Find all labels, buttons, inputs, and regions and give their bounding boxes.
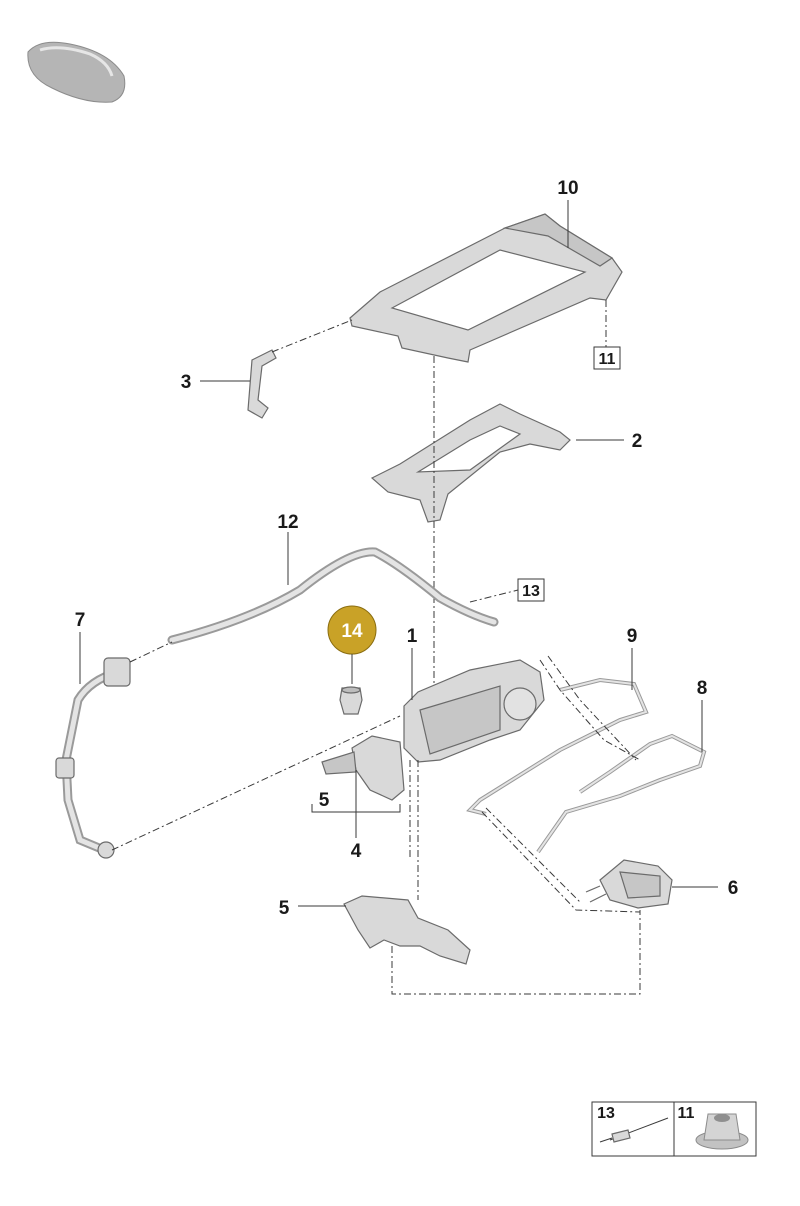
lower-bracket[interactable] xyxy=(343,895,471,965)
callout-13: 13 xyxy=(522,583,540,600)
valve-block[interactable] xyxy=(321,735,405,801)
callout-5-lower: 5 xyxy=(279,898,290,919)
callout-8: 8 xyxy=(697,678,708,699)
hose-assembly[interactable] xyxy=(55,657,131,859)
legend-box: 13 11 xyxy=(591,1101,757,1157)
rigid-line-8[interactable] xyxy=(536,733,707,854)
callout-7: 7 xyxy=(75,610,86,631)
crossmember-frame[interactable] xyxy=(349,213,623,363)
callout-3: 3 xyxy=(181,372,192,393)
car-silhouette-icon xyxy=(27,41,126,103)
callout-10: 10 xyxy=(557,178,578,199)
callout-11: 11 xyxy=(599,351,616,368)
valve-unit[interactable] xyxy=(585,859,673,909)
legend-label-11: 11 xyxy=(678,1105,695,1122)
callout-9: 9 xyxy=(627,626,638,647)
callout-12: 12 xyxy=(277,512,298,533)
callout-14: 14 xyxy=(341,621,363,642)
callout-11-box: 11 xyxy=(593,346,621,370)
legend-label-13: 13 xyxy=(597,1105,615,1122)
callout-6: 6 xyxy=(728,878,739,899)
rigid-line-9[interactable] xyxy=(466,677,649,816)
callout-2: 2 xyxy=(632,431,643,452)
air-line[interactable] xyxy=(167,547,499,645)
callout-1: 1 xyxy=(407,626,418,647)
callout-14-highlight[interactable]: 14 xyxy=(327,605,377,655)
flange-nut-icon xyxy=(695,1113,749,1150)
cable-clip-icon xyxy=(599,1117,669,1143)
callout-4: 4 xyxy=(351,841,362,862)
callout-5-upper: 5 xyxy=(319,790,330,811)
air-compressor[interactable] xyxy=(403,659,545,763)
grommet[interactable] xyxy=(339,686,363,715)
small-bracket[interactable] xyxy=(247,349,277,419)
callout-13-box: 13 xyxy=(517,578,545,602)
mounting-bracket[interactable] xyxy=(370,403,571,523)
